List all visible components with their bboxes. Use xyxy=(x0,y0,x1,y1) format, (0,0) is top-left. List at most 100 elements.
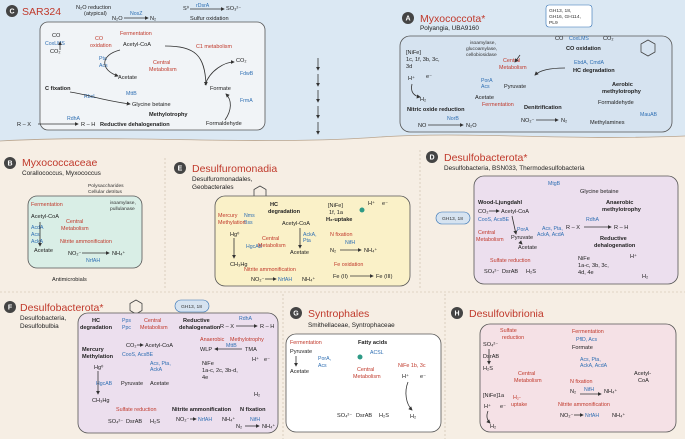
panel-g: G Syntrophales Smithellaceae, Syntrophac… xyxy=(285,307,442,433)
label: N₂O xyxy=(112,16,123,22)
enzyme-label: MttB xyxy=(126,91,137,97)
enzyme-label: RdhA xyxy=(239,316,253,322)
label: Antimicrobials xyxy=(52,277,87,283)
label: CO₂ xyxy=(603,36,614,42)
enzyme-label: Acs, Pta, xyxy=(542,226,563,232)
label: e⁻ xyxy=(382,201,388,207)
enzyme-label: Bss xyxy=(244,220,253,226)
label: Denitrification xyxy=(524,105,562,111)
label: [NiFe] xyxy=(328,203,343,209)
panel-subtitle: Geobacterales xyxy=(192,184,234,191)
panel-title: SAR324 xyxy=(22,6,61,18)
label: R – H xyxy=(81,122,95,128)
label: Pyruvate xyxy=(290,349,312,355)
panel-subtitle: Polyangia, UBA9160 xyxy=(420,25,479,32)
label: Fermentation xyxy=(120,31,152,37)
label: Methylation xyxy=(218,220,246,226)
label: CO₂ xyxy=(50,49,61,55)
label: NiFe 1b, 3c xyxy=(398,363,426,369)
label: Methylation xyxy=(82,354,114,360)
label: methylotrophy xyxy=(602,89,642,95)
enzyme-label: Ppc xyxy=(122,325,131,331)
label: Sulfate xyxy=(500,328,517,334)
enzyme-label: NrfAH xyxy=(278,277,292,283)
arrow xyxy=(224,93,231,121)
label: Metabolism xyxy=(61,226,89,232)
enzyme-label: NosZ xyxy=(130,11,142,17)
label: dehalogenation xyxy=(594,243,636,249)
panel-e: E Desulfuromonadia Desulfuromonadales, G… xyxy=(174,162,411,287)
label: Formaldehyde xyxy=(206,121,242,127)
panel-title: Desulfobacterota* xyxy=(444,152,527,164)
label: CO oxidation xyxy=(566,46,601,52)
label: Formaldehyde xyxy=(598,100,634,106)
label: H₂S xyxy=(379,413,389,419)
arrow xyxy=(164,45,208,86)
label: Reductive xyxy=(183,318,210,324)
label: CO₂ xyxy=(478,209,489,215)
label: GH13, 18 xyxy=(442,216,463,222)
label: CO₂ xyxy=(236,58,247,64)
label: TMA xyxy=(245,347,257,353)
enzyme-label: NifH xyxy=(345,240,355,246)
label: cellobiosidase xyxy=(466,52,497,58)
label: Acetate xyxy=(475,95,494,101)
panel-letter-badge xyxy=(174,162,186,174)
label: Fermentation xyxy=(31,202,63,208)
label: NH₄⁺ xyxy=(262,423,275,430)
label: Acetate xyxy=(34,248,53,254)
arrow xyxy=(534,67,566,76)
panel-letter-badge xyxy=(451,307,463,319)
label: Acetate xyxy=(290,369,309,375)
label: uptake xyxy=(511,402,527,408)
cell-body xyxy=(285,333,442,433)
label: [NiFe]1a xyxy=(483,393,505,399)
panel-b: B Myxococcaceae Corallococcus, Myxococcu… xyxy=(4,157,143,283)
label: Nitrite ammonification xyxy=(244,267,296,273)
label: glucoamylase, xyxy=(466,46,497,52)
label: Sulfate reduction xyxy=(490,258,530,264)
label: Mercury xyxy=(218,213,238,219)
label: 4d, 4e xyxy=(578,270,594,276)
label: Wood-Ljungdahl xyxy=(478,200,522,206)
label: NO₂⁻ xyxy=(68,251,82,257)
label: NiFe xyxy=(202,361,214,367)
panel-letter: H xyxy=(454,311,459,318)
panel-d: D Desulfobacterota* Desulfobacteria, BSN… xyxy=(426,151,679,285)
label: e⁻ xyxy=(426,74,432,80)
enzyme-label: Acs, Pta, xyxy=(580,357,601,363)
label: HC xyxy=(270,202,278,208)
arrow xyxy=(405,381,413,411)
panel-subtitle: Corallococcus, Myxococcus xyxy=(22,170,101,177)
label: degradation xyxy=(80,325,113,331)
label: e⁻ xyxy=(420,374,426,380)
enzyme-label: AckA xyxy=(150,367,163,373)
enzyme-label: RbcL xyxy=(84,94,96,100)
enzyme-label: AckA, xyxy=(303,232,317,238)
label: Sulfate reduction xyxy=(116,407,156,413)
panel-title: Desulfuromonadia xyxy=(192,163,277,175)
arrow xyxy=(104,49,121,77)
label: NO₂⁻ xyxy=(176,417,190,423)
label: Reductive xyxy=(600,236,627,242)
label: Formate xyxy=(572,345,593,351)
label: oxidation xyxy=(90,43,112,49)
label: HC xyxy=(92,318,100,324)
cazyme-box xyxy=(435,211,471,225)
label: H⁺ xyxy=(630,253,637,260)
label: pullulanase xyxy=(110,206,135,212)
label: 3d xyxy=(406,64,412,70)
label: Acetyl-CoA xyxy=(145,343,173,349)
label: Acetate xyxy=(150,381,169,387)
sediment-boundary xyxy=(0,134,685,142)
label: Mercury xyxy=(82,347,105,353)
enzyme-label: AckA, AcdA xyxy=(580,363,608,369)
label: N₂ xyxy=(561,118,567,124)
panel-title: Myxococcaceae xyxy=(22,157,97,169)
label: R – X xyxy=(220,324,234,330)
enzyme-label: PflD, Acs xyxy=(576,337,597,343)
enzyme-label: ACSL xyxy=(370,350,384,356)
arrow xyxy=(518,240,523,245)
label: methylotrophy xyxy=(602,207,642,213)
